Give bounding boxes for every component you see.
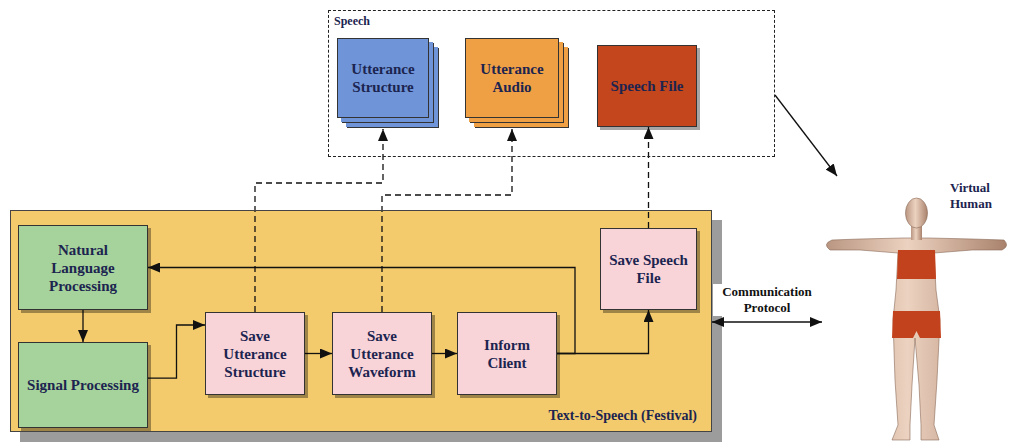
process-box: Natural Language Processing	[18, 225, 148, 310]
speech-group: SpeechUtterance Structure Utterance Audio…	[328, 10, 775, 157]
box-label: Speech File	[611, 77, 684, 95]
data-flow-arrow	[648, 127, 649, 228]
figure-body	[826, 238, 1006, 440]
box-label: Natural Language Processing	[27, 241, 139, 295]
file-box: Speech File	[597, 45, 697, 127]
virtual-human: Virtual Human	[822, 176, 1022, 446]
control-arrow	[712, 321, 822, 322]
box-label: Save Utterance Structure	[214, 327, 296, 381]
group-heading: Speech	[334, 14, 370, 28]
box-label: Signal Processing	[27, 376, 139, 394]
control-arrow	[82, 310, 83, 342]
save-box: Save Utterance Structure	[205, 312, 305, 395]
box-label: Save Utterance Waveform	[341, 327, 423, 381]
process-box: Signal Processing	[18, 342, 148, 428]
edge-label: Communication Protocol	[713, 284, 821, 317]
save-box: Save Speech File	[600, 228, 697, 310]
control-arrow	[432, 353, 457, 354]
figure-top	[897, 250, 936, 279]
group-heading: Virtual Human	[950, 180, 1014, 211]
data-stack: Utterance Structure	[337, 38, 429, 118]
figure-head	[906, 198, 928, 228]
box-label: Save Speech File	[609, 251, 688, 287]
client-box: Inform Client	[457, 312, 557, 395]
audio-stack: Utterance Audio	[465, 38, 559, 118]
figure-shorts	[892, 311, 941, 338]
control-arrow	[148, 325, 205, 378]
box-label: Utterance Structure	[346, 60, 420, 96]
control-arrow	[775, 95, 837, 176]
group-heading: Text-to-Speech (Festival)	[549, 408, 697, 425]
control-arrow	[305, 353, 332, 354]
control-arrow	[557, 310, 649, 354]
panel-fill	[10, 210, 712, 432]
save-box: Save Utterance Waveform	[332, 312, 432, 395]
tts-system: Text-to-Speech (Festival) Natural Languag…	[10, 210, 712, 432]
box-label: Inform Client	[466, 336, 548, 372]
box-label: Utterance Audio	[474, 60, 550, 96]
human-figure	[826, 198, 1006, 440]
